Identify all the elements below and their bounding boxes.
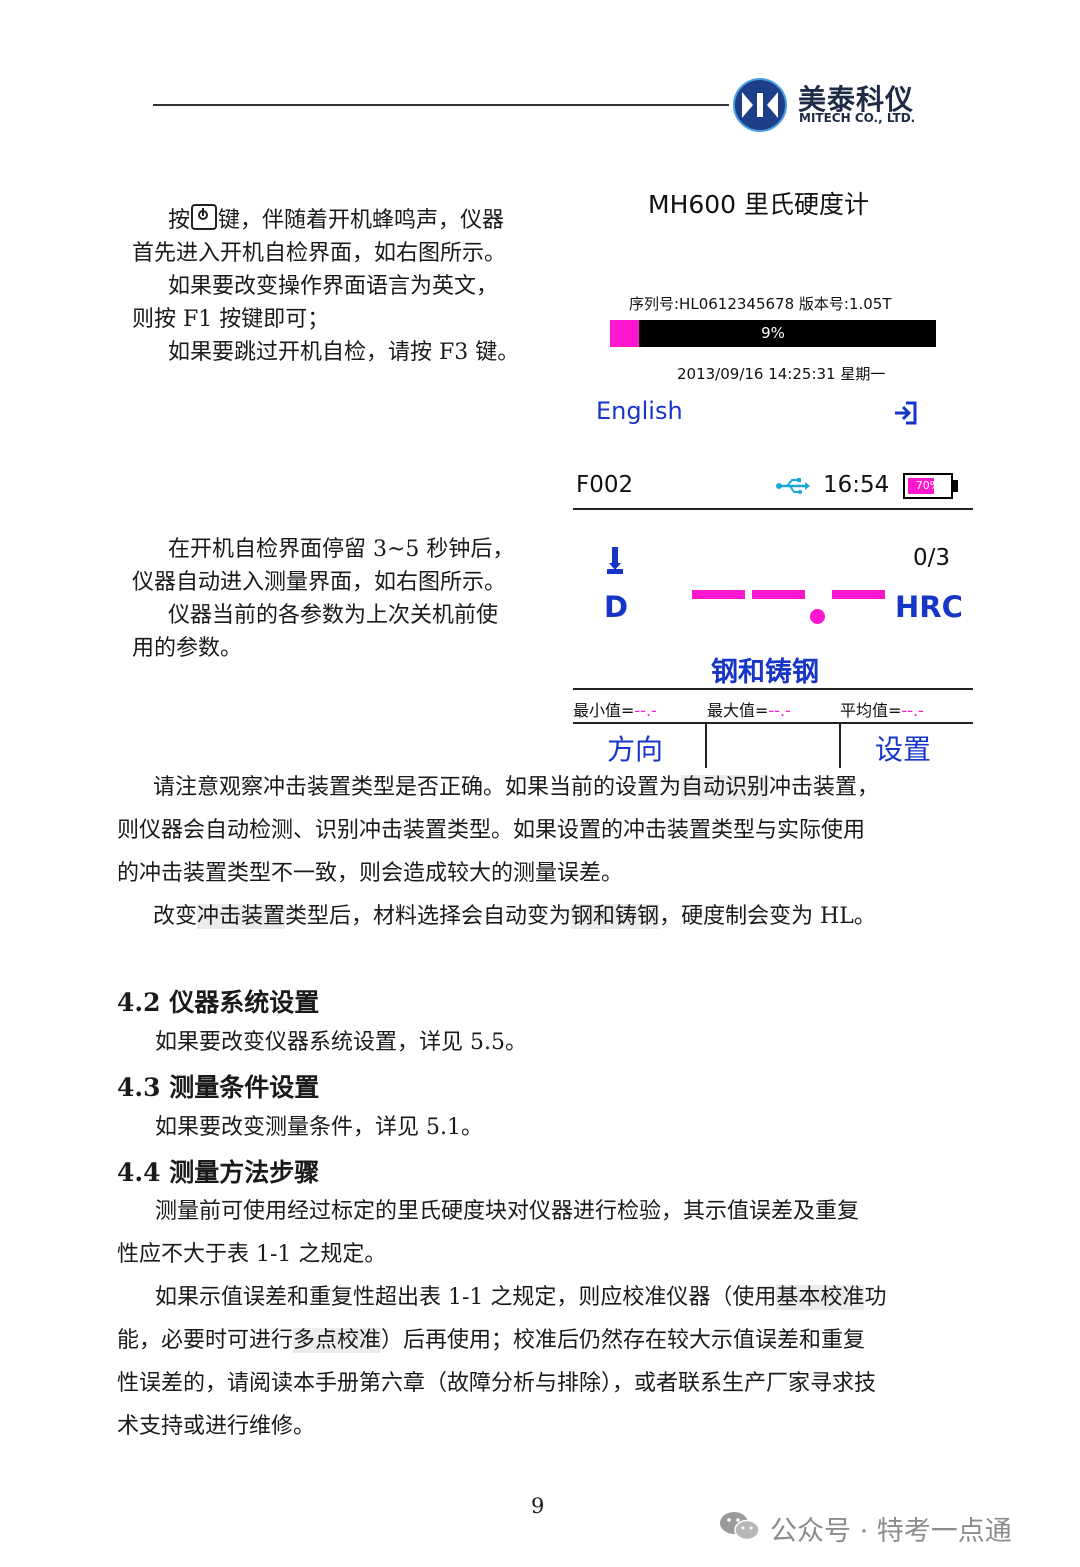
- battery-fill: [908, 478, 935, 494]
- section-4-2-title: 4.2 仪器系统设置: [117, 988, 320, 1017]
- decimal-point: [810, 609, 825, 624]
- startup-datetime: 2013/09/16 14:25:31 星期一: [677, 365, 886, 383]
- section-4-3-title: 4.3 测量条件设置: [117, 1073, 320, 1102]
- probe-type: D: [604, 590, 629, 624]
- logo-chinese-name: 美泰科仪: [798, 83, 915, 116]
- intro-line-4: 则按 F1 按键即可；: [132, 307, 330, 332]
- battery-tip: [953, 480, 958, 492]
- english-language-button[interactable]: English: [596, 397, 683, 425]
- hardness-scale: HRC: [895, 590, 963, 624]
- header-rule: [153, 104, 729, 106]
- battery-indicator: 70%: [903, 473, 953, 499]
- section-4-2-text: 如果要改变仪器系统设置，详见 5.5。: [155, 1030, 527, 1055]
- section-4-4-p1-line-1: 测量前可使用经过标定的里氏硬度块对仪器进行检验，其示值误差及重复: [155, 1199, 860, 1224]
- logo-english-name: MITECH CO., LTD.: [799, 111, 916, 125]
- section-4-4-p1-line-2: 性应不大于表 1-1 之规定。: [117, 1242, 387, 1267]
- value-digit-1: [692, 590, 745, 599]
- value-digit-3: [832, 590, 885, 599]
- power-key-icon: [191, 204, 218, 230]
- page-number: 9: [531, 1494, 545, 1518]
- note-1-line-2: 则仪器会自动检测、识别冲击装置类型。如果设置的冲击装置类型与实际使用: [117, 818, 866, 843]
- settings-softkey[interactable]: 设置: [875, 733, 932, 766]
- measure-line-1: 在开机自检界面停留 3~5 秒钟后，: [168, 537, 515, 562]
- usb-icon: [776, 478, 810, 494]
- note-1-line-1: 请注意观察冲击装置类型是否正确。如果当前的设置为自动识别冲击装置，: [153, 775, 880, 800]
- status-bar-divider: [573, 508, 973, 510]
- section-4-4-p2-line-3: 性误差的，请阅读本手册第六章（故障分析与排除），或者联系生产厂家寻求技: [117, 1371, 877, 1396]
- softkey-top-divider: [573, 722, 973, 724]
- measure-line-3: 仪器当前的各参数为上次关机前使: [168, 603, 499, 628]
- selftest-progress-bar: 9%: [610, 320, 936, 347]
- section-4-3-text: 如果要改变测量条件，详见 5.1。: [155, 1115, 483, 1140]
- file-number: F002: [576, 472, 634, 498]
- clock-time: 16:54: [823, 472, 890, 498]
- note-2: 改变冲击装置类型后，材料选择会自动变为钢和铸钢，硬度制会变为 HL。: [153, 904, 876, 929]
- min-value: 最小值=--.-: [573, 701, 657, 720]
- max-value: 最大值=--.-: [707, 701, 791, 720]
- intro-line-2: 首先进入开机自检界面，如右图所示。: [132, 241, 507, 266]
- softkey-divider-2: [839, 724, 841, 768]
- section-4-4-p2-line-1: 如果示值误差和重复性超出表 1-1 之规定，则应校准仪器（使用基本校准功: [155, 1285, 887, 1310]
- probe-down-icon: [607, 547, 623, 574]
- section-4-4-title: 4.4 测量方法步骤: [117, 1158, 320, 1187]
- note-1-line-3: 的冲击装置类型不一致，则会造成较大的测量误差。: [117, 861, 624, 886]
- progress-label: 9%: [761, 324, 785, 342]
- value-digit-2: [752, 590, 805, 599]
- measure-line-2: 仪器自动进入测量界面，如右图所示。: [132, 570, 507, 595]
- material-name: 钢和铸钢: [711, 657, 819, 688]
- wechat-icon: [720, 1512, 760, 1541]
- mitech-logo-icon: [733, 78, 787, 132]
- intro-line-5: 如果要跳过开机自检，请按 F3 键。: [168, 340, 520, 365]
- watermark-text: 公众号 · 特考一点通: [770, 1516, 1012, 1547]
- intro-line-3: 如果要改变操作界面语言为英文，: [168, 274, 499, 299]
- enter-icon[interactable]: [893, 400, 919, 426]
- startup-title: MH600 里氏硬度计: [648, 190, 870, 219]
- intro-line-1: 按键，伴随着开机蜂鸣声，仪器: [168, 204, 504, 237]
- avg-value: 平均值=--.-: [840, 701, 924, 720]
- direction-softkey[interactable]: 方向: [607, 733, 664, 766]
- section-4-4-p2-line-2: 能，必要时可进行多点校准）后再使用；校准后仍然存在较大示值误差和重复: [117, 1328, 866, 1353]
- section-4-4-p2-line-4: 术支持或进行维修。: [117, 1414, 316, 1439]
- progress-fill: [610, 320, 640, 347]
- measure-count: 0/3: [913, 545, 951, 571]
- battery-label: 70%: [915, 479, 941, 492]
- stats-top-divider: [573, 688, 973, 690]
- measure-line-4: 用的参数。: [132, 636, 243, 661]
- softkey-divider-1: [705, 724, 707, 768]
- serial-version: 序列号:HL0612345678 版本号:1.05T: [629, 295, 892, 313]
